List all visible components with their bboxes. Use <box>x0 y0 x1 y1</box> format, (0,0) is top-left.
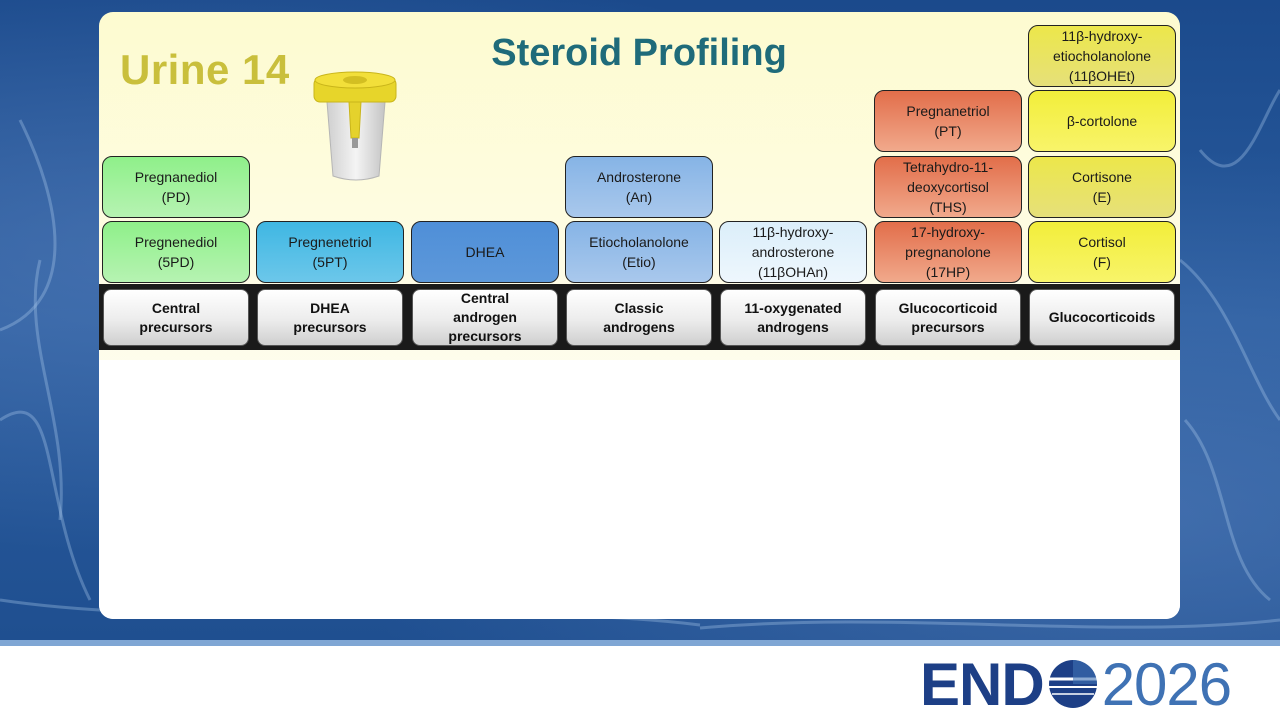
steroid-box-etiocholanolone: Etiocholanolone (Etio) <box>565 221 713 283</box>
category-glucocorticoid-precursors: Glucocorticoid precursors <box>875 289 1021 346</box>
steroid-box-pregnenediol: Pregnenediol (5PD) <box>102 221 250 283</box>
steroid-box-pregnanetriol: Pregnanetriol (PT) <box>874 90 1022 152</box>
steroid-box-b-cortolone: β-cortolone <box>1028 90 1176 152</box>
steroid-box-cortisone: Cortisone (E) <box>1028 156 1176 218</box>
category-classic-androgens: Classic androgens <box>566 289 712 346</box>
steroid-box-pregnanediol: Pregnanediol (PD) <box>102 156 250 218</box>
steroid-box-dhea: DHEA <box>411 221 559 283</box>
category-glucocorticoids: Glucocorticoids <box>1029 289 1175 346</box>
logo-text-end: END <box>920 650 1045 718</box>
steroid-box-11b-hydroxyetiocholanolone: 11β-hydroxy- etiocholanolone (11βOHEt) <box>1028 25 1176 87</box>
page-title: Steroid Profiling <box>491 32 787 74</box>
urine-cup-icon <box>313 71 397 181</box>
urine-sample-title: Urine 14 <box>120 46 290 93</box>
logo-globe-icon <box>1048 660 1097 708</box>
steroid-box-11b-hydroxyandrosterone: 11β-hydroxy- androsterone (11βOHAn) <box>719 221 867 283</box>
category-central-androgen-precursors: Central androgen precursors <box>412 289 558 346</box>
steroid-box-17-hydroxypregnanolone: 17-hydroxy- pregnanolone (17HP) <box>874 221 1022 283</box>
steroid-box-androsterone: Androsterone (An) <box>565 156 713 218</box>
content-panel: Urine 14 Steroid Profiling Central precu… <box>99 12 1180 619</box>
category-11-oxygenated-androgens: 11-oxygenated androgens <box>720 289 866 346</box>
steroid-box-pregnenetriol: Pregnenetriol (5PT) <box>256 221 404 283</box>
steroid-box-tetrahydro-11-deoxycortisol: Tetrahydro-11- deoxycortisol (THS) <box>874 156 1022 218</box>
endo-2026-logo: END 2026 <box>920 651 1232 718</box>
logo-text-year: 2026 <box>1101 650 1232 718</box>
footer-stripe <box>0 640 1280 646</box>
panel-lower-area <box>99 360 1180 619</box>
steroid-box-cortisol: Cortisol (F) <box>1028 221 1176 283</box>
category-central-precursors: Central precursors <box>103 289 249 346</box>
category-dhea-precursors: DHEA precursors <box>257 289 403 346</box>
